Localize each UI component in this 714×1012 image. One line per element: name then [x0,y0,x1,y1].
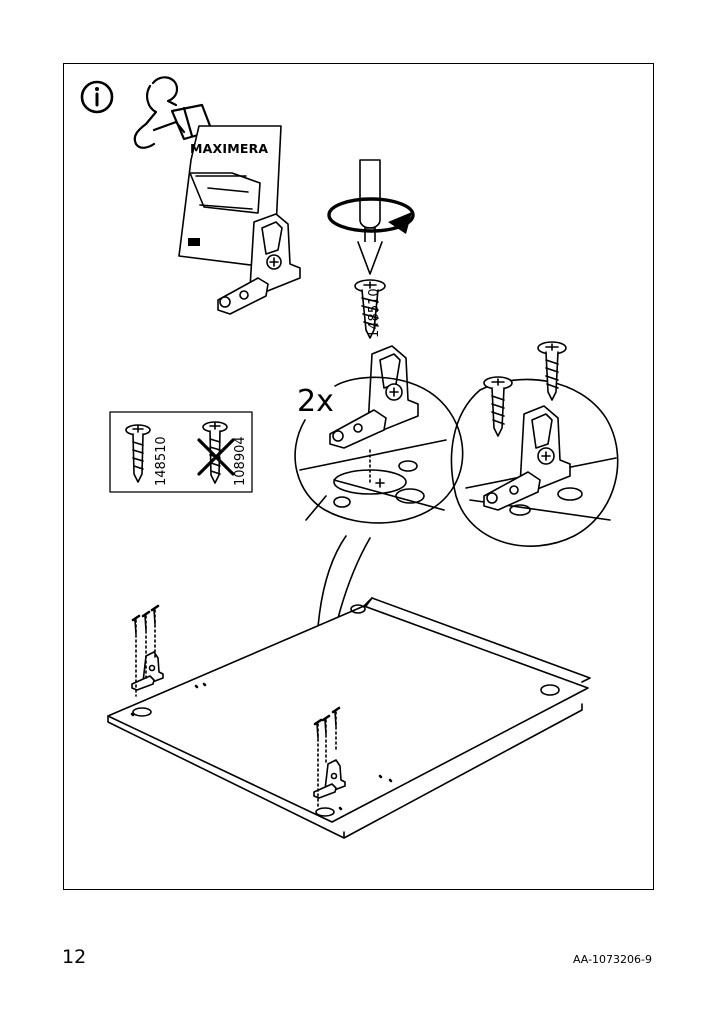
prohibited-cross-icon [197,438,235,476]
page-number: 12 [62,946,87,968]
instruction-frame [63,63,654,890]
screwdriver [357,159,383,275]
info-icon [80,80,114,114]
screw-icon [354,279,386,339]
bracket-on-panel-center [313,706,346,807]
panel [107,597,591,839]
bracket-mounted [483,405,571,511]
screw-code-label: 148510 [367,288,382,338]
document-code: AA-1073206-9 [572,953,652,966]
quantity-label: 2x [297,384,334,419]
booklet-title: MAXIMERA [190,141,269,156]
screw-wrong-icon [202,421,228,484]
screw-comparison-box [109,411,253,493]
screw-correct-icon [125,424,151,483]
bracket-detail-small [217,213,301,315]
rotation-arrow-icon [327,197,415,234]
bracket-on-panel-left [131,604,164,697]
bracket-detail-large [329,345,419,449]
detail-circle-left [294,376,464,524]
screw-wrong-code: 108904 [233,436,248,486]
screw-icon [483,376,513,437]
screw-icon [537,341,567,401]
screw-correct-code: 148510 [154,436,169,486]
